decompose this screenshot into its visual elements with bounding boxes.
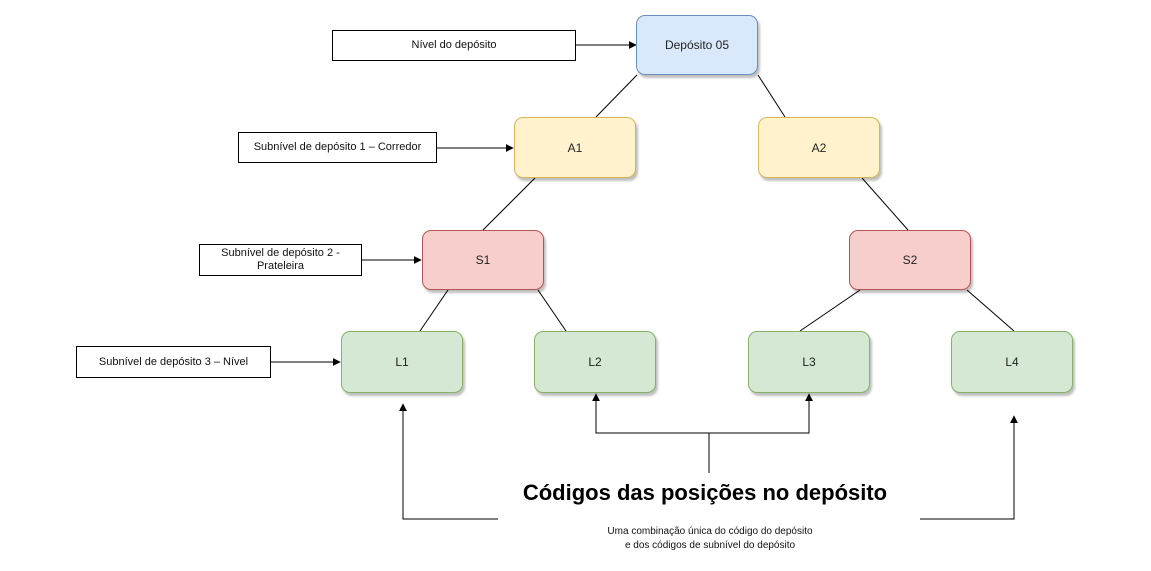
node-s2: S2 [849, 230, 971, 290]
edge-s1-l1 [419, 289, 449, 332]
node-s2-label: S2 [902, 253, 918, 267]
node-a1: A1 [514, 117, 636, 178]
label-sublevel-2-line2: Prateleira [256, 260, 305, 272]
label-sublevel-1: Subnível de depósito 1 – Corredor [238, 132, 437, 163]
edge-warehouse-a2 [757, 74, 786, 118]
node-l2: L2 [534, 331, 656, 393]
codes-subtitle-line2: e dos códigos de subnível do depósito [624, 540, 796, 551]
label-warehouse-level-text: Nível do depósito [411, 39, 497, 51]
node-l4-label: L4 [1005, 355, 1019, 369]
node-s1: S1 [422, 230, 544, 290]
edge-s2-l3 [799, 289, 861, 332]
node-warehouse-label: Depósito 05 [664, 38, 730, 52]
edge-a2-s2 [861, 177, 909, 231]
label-sublevel-3: Subnível de depósito 3 – Nível [76, 346, 271, 378]
node-warehouse: Depósito 05 [636, 15, 758, 75]
edge-a1-s1 [482, 177, 536, 231]
edge-s1-l2 [537, 289, 567, 332]
codes-subtitle: Uma combinação única do código do depósi… [520, 525, 900, 553]
edge-warehouse-a1 [595, 74, 638, 118]
node-l4: L4 [951, 331, 1073, 393]
edge-s2-l4 [966, 289, 1015, 332]
node-l1-label: L1 [395, 355, 409, 369]
label-sublevel-2: Subnível de depósito 2 - Prateleira [199, 244, 362, 276]
node-a1-label: A1 [567, 140, 583, 155]
label-sublevel-3-text: Subnível de depósito 3 – Nível [98, 355, 249, 368]
node-l2-label: L2 [588, 355, 602, 369]
label-sublevel-2-line1: Subnível de depósito 2 - [221, 247, 340, 259]
label-warehouse-level: Nível do depósito [332, 30, 576, 61]
node-l3: L3 [748, 331, 870, 393]
codes-title: Códigos das posições no depósito [522, 480, 888, 505]
node-s1-label: S1 [475, 253, 491, 267]
arrow-codes-l2 [592, 393, 709, 434]
node-l3-label: L3 [802, 355, 816, 369]
node-a2: A2 [758, 117, 880, 178]
label-sublevel-1-text: Subnível de depósito 1 – Corredor [253, 141, 422, 153]
arrow-codes-l1 [399, 403, 498, 520]
node-l1: L1 [341, 331, 463, 393]
node-a2-label: A2 [811, 140, 827, 155]
arrow-codes-l4 [920, 415, 1018, 520]
arrow-codes-l3 [709, 393, 813, 434]
codes-subtitle-line1: Uma combinação única do código do depósi… [607, 526, 813, 537]
